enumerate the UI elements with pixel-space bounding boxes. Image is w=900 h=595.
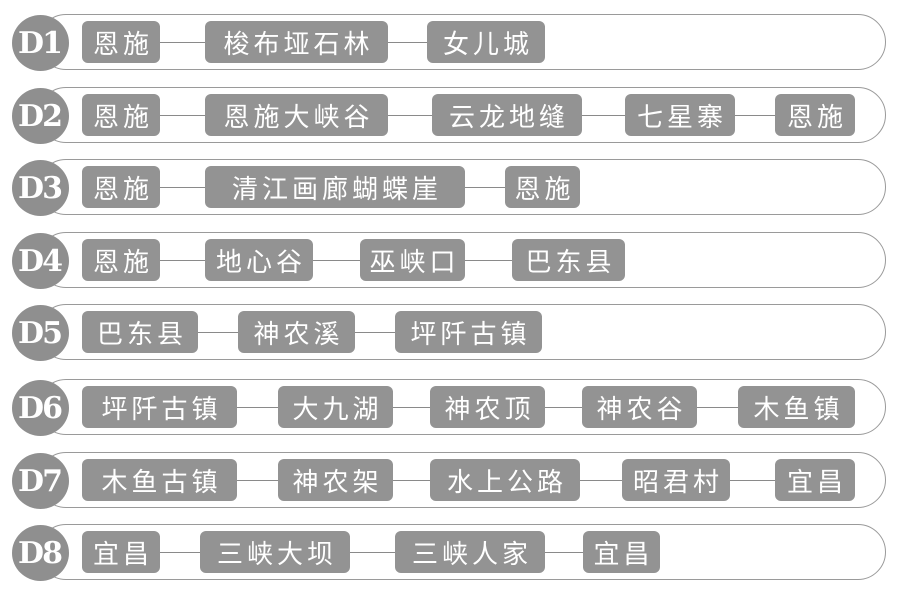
day-row: D7 木鱼古镇神农架水上公路昭君村 宜昌	[0, 451, 900, 511]
day-badge: D5	[12, 305, 69, 361]
stop-label: 神农溪	[238, 311, 355, 353]
stop-label: 木鱼古镇	[82, 459, 237, 501]
connector-line	[198, 332, 238, 333]
stop-label: 坪阡古镇	[82, 386, 237, 428]
stop-label: 七星寨	[625, 94, 735, 136]
connector-line	[393, 480, 430, 481]
connector-line	[388, 115, 432, 116]
stop-label: 神农架	[278, 459, 393, 501]
stop-label: 三峡人家	[395, 531, 545, 573]
stop-label: 宜昌	[775, 459, 855, 501]
stop-label: 清江画廊蝴蝶崖	[205, 166, 465, 208]
stop-label: 木鱼镇	[738, 386, 855, 428]
connector-line	[160, 115, 205, 116]
stop-label: 恩施	[82, 94, 160, 136]
connector-line	[388, 42, 427, 43]
stop-label: 神农顶	[430, 386, 545, 428]
connector-line	[580, 480, 622, 481]
stop-label: 巴东县	[82, 311, 198, 353]
connector-line	[160, 187, 205, 188]
stop-label: 恩施	[82, 239, 160, 281]
stop-label: 云龙地缝	[432, 94, 582, 136]
day-badge: D8	[12, 525, 69, 581]
stop-label: 恩施	[82, 21, 160, 63]
day-badge: D1	[12, 15, 69, 71]
connector-line	[160, 552, 200, 553]
stop-label: 宜昌	[583, 531, 660, 573]
connector-line	[730, 480, 775, 481]
connector-line	[160, 260, 205, 261]
stop-label: 三峡大坝	[200, 531, 350, 573]
stop-label: 恩施	[505, 166, 580, 208]
connector-line	[465, 187, 505, 188]
stop-label: 女儿城	[427, 21, 545, 63]
stop-label: 恩施	[82, 166, 160, 208]
connector-line	[237, 407, 278, 408]
connector-line	[313, 260, 360, 261]
stop-label: 昭君村	[622, 459, 730, 501]
day-badge: D7	[12, 453, 69, 509]
connector-line	[393, 407, 430, 408]
day-badge: D4	[12, 233, 69, 289]
connector-line	[545, 552, 583, 553]
day-badge: D2	[12, 88, 69, 144]
day-row: D5 巴东县神农溪坪阡古镇	[0, 303, 900, 363]
stop-label: 地心谷	[205, 239, 313, 281]
stop-label: 神农谷	[582, 386, 697, 428]
day-row: D6 坪阡古镇大九湖神农顶神农谷木鱼镇	[0, 378, 900, 438]
day-badge: D3	[12, 160, 69, 216]
day-row: D1 恩施 梭布垭石林女儿城	[0, 13, 900, 73]
connector-line	[160, 42, 205, 43]
connector-line	[545, 407, 582, 408]
stop-label: 大九湖	[278, 386, 393, 428]
connector-line	[350, 552, 395, 553]
connector-line	[237, 480, 278, 481]
connector-line	[697, 407, 738, 408]
stop-label: 水上公路	[430, 459, 580, 501]
stop-label: 巫峡口	[360, 239, 465, 281]
day-row: D4 恩施 地心谷 巫峡口 巴东县	[0, 231, 900, 291]
stop-label: 恩施	[775, 94, 855, 136]
connector-line	[735, 115, 775, 116]
stop-label: 恩施大峡谷	[205, 94, 388, 136]
day-badge: D6	[12, 380, 69, 436]
stop-label: 梭布垭石林	[205, 21, 388, 63]
stop-label: 宜昌	[82, 531, 160, 573]
stop-label: 坪阡古镇	[395, 311, 542, 353]
connector-line	[355, 332, 395, 333]
connector-line	[582, 115, 625, 116]
stop-label: 巴东县	[512, 239, 625, 281]
connector-line	[465, 260, 512, 261]
